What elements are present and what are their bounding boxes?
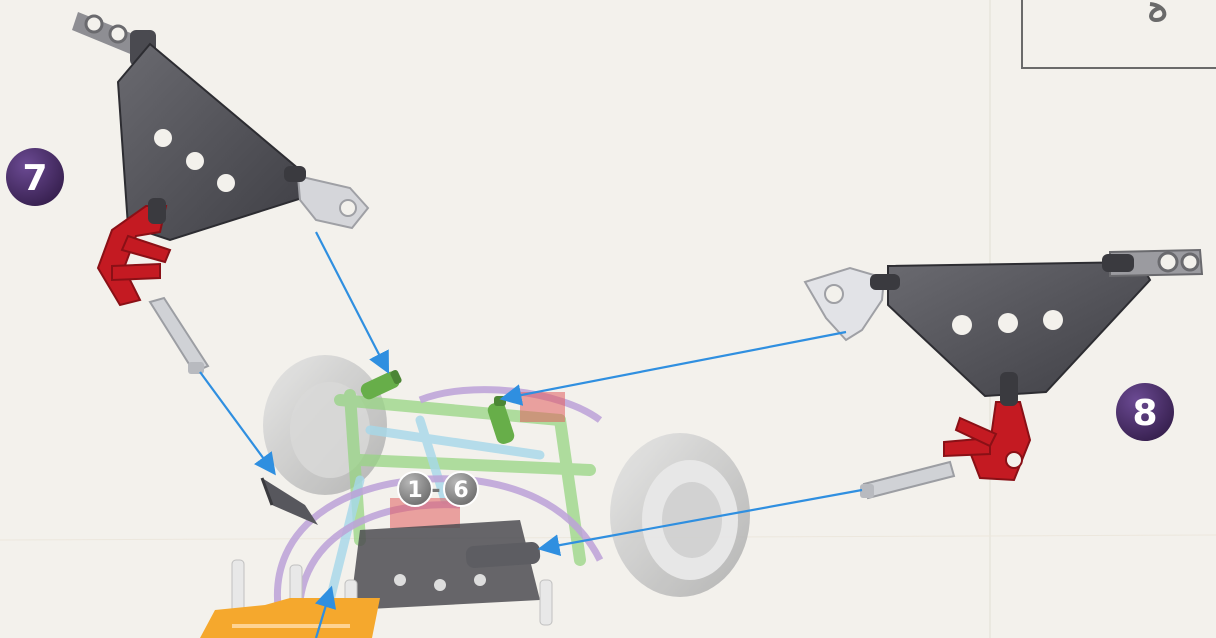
step-8-number: 8 — [1132, 393, 1157, 434]
step-range-badge: 1 - 6 — [398, 472, 478, 506]
step-7-badge: 7 — [6, 148, 64, 206]
step-range-end: 6 — [453, 478, 468, 503]
step-8-badge: 8 — [1116, 383, 1174, 441]
left-tire-icon — [263, 355, 387, 495]
step-range-dash: - — [431, 478, 440, 503]
gray-arm-8-icon — [1102, 250, 1202, 276]
step-7-number: 7 — [22, 158, 47, 199]
step-range-start: 1 — [407, 478, 422, 503]
